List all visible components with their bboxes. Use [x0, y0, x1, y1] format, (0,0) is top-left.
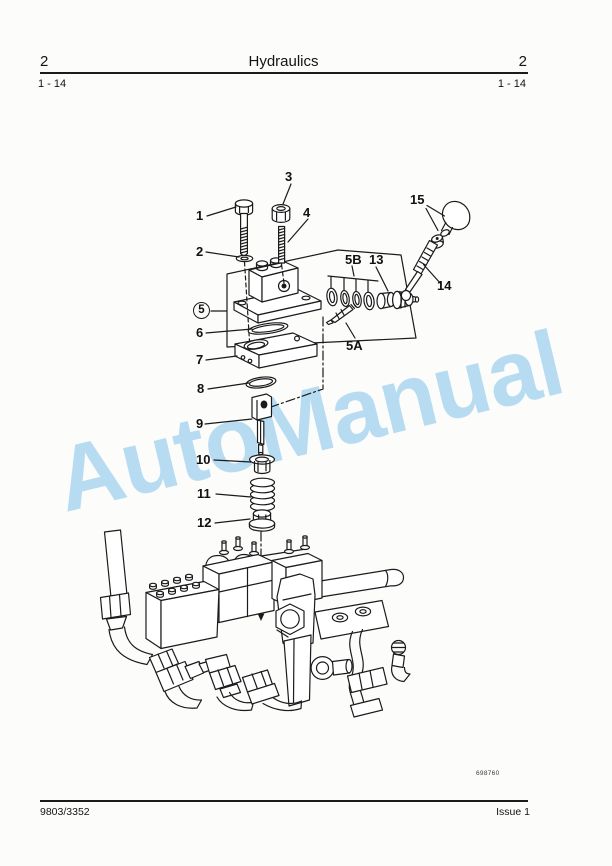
centerline-arrow	[257, 613, 265, 621]
callout-5a: 5A	[346, 338, 363, 353]
header-rule	[40, 72, 528, 75]
callout-13: 13	[369, 252, 384, 267]
callout-3: 3	[285, 169, 293, 184]
part-2-washer	[235, 254, 254, 263]
part-5a-screw	[325, 302, 358, 326]
callout-5b: 5B	[345, 252, 362, 267]
section-ref-left: 1 - 14	[38, 78, 67, 90]
callout-2: 2	[196, 244, 204, 259]
part-10-collar	[249, 454, 276, 475]
callout-6: 6	[196, 325, 204, 340]
callout-14: 14	[437, 278, 452, 293]
page-title: Hydraulics	[248, 53, 319, 70]
callout-12: 12	[197, 515, 212, 530]
issue-number: Issue 1	[496, 806, 530, 818]
part-15-knob	[431, 200, 471, 249]
leader-lines	[204, 183, 446, 524]
part-3-nut	[271, 204, 291, 223]
callout-11: 11	[197, 486, 211, 501]
projection-lines	[243, 261, 285, 342]
callout-10: 10	[196, 452, 211, 467]
part-8-o-ring	[245, 376, 277, 389]
part-4-stud	[278, 225, 286, 264]
part-11-spring	[249, 477, 276, 512]
section-ref-right: 1 - 14	[497, 78, 526, 90]
part-14-lever-rod	[400, 239, 439, 302]
part-5b-seal-kit	[326, 275, 379, 311]
callout-8: 8	[197, 381, 205, 396]
footer-rule	[40, 800, 528, 802]
callout-4: 4	[303, 205, 311, 220]
part-1-bolt	[234, 199, 254, 258]
callout-9: 9	[196, 416, 204, 431]
valve-block-assembly	[99, 529, 411, 718]
callout-7: 7	[196, 352, 204, 367]
part-12-nut	[248, 509, 276, 532]
header-page-number-left: 2	[40, 53, 49, 70]
publication-number: 9803/3352	[40, 806, 90, 818]
pilot-valve-body	[233, 257, 322, 324]
part-13-connector	[376, 290, 420, 310]
callout-1: 1	[196, 208, 204, 223]
header-page-number-right: 2	[518, 53, 527, 70]
callout-5: 5	[193, 302, 210, 319]
part-6-gasket	[247, 322, 289, 335]
drawing-number: 698760	[476, 770, 500, 777]
part-9-clevis	[251, 393, 273, 456]
part-7-spacer-block	[234, 332, 318, 369]
callout-15: 15	[410, 192, 425, 207]
